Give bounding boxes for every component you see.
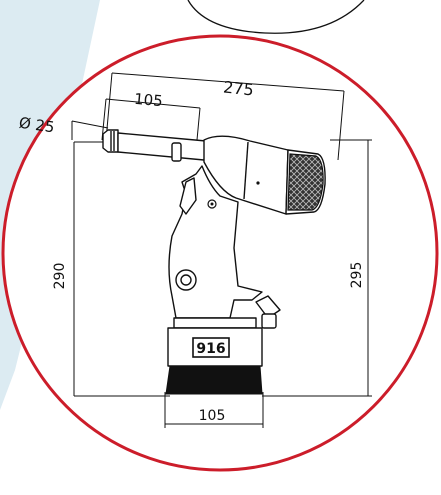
- knurled-grip: [287, 153, 324, 211]
- dim-base-width: 105: [199, 408, 226, 424]
- model-number: 916: [196, 341, 225, 357]
- speech-bubble: [187, 0, 365, 34]
- base-upper: [173, 317, 257, 329]
- base-foot: [165, 365, 263, 395]
- trigger: [179, 177, 197, 215]
- body-dot: [256, 181, 260, 185]
- dim-handle-height: 290: [52, 263, 68, 290]
- dim-nose-length: 105: [133, 90, 163, 110]
- side-valve: [255, 295, 281, 319]
- dimension-lines: [71, 72, 372, 428]
- dim-nose-diameter: Ø 25: [18, 114, 56, 137]
- model-plate: [192, 337, 230, 358]
- dim-overall-length: 275: [222, 77, 254, 99]
- dim-total-height: 295: [349, 262, 365, 289]
